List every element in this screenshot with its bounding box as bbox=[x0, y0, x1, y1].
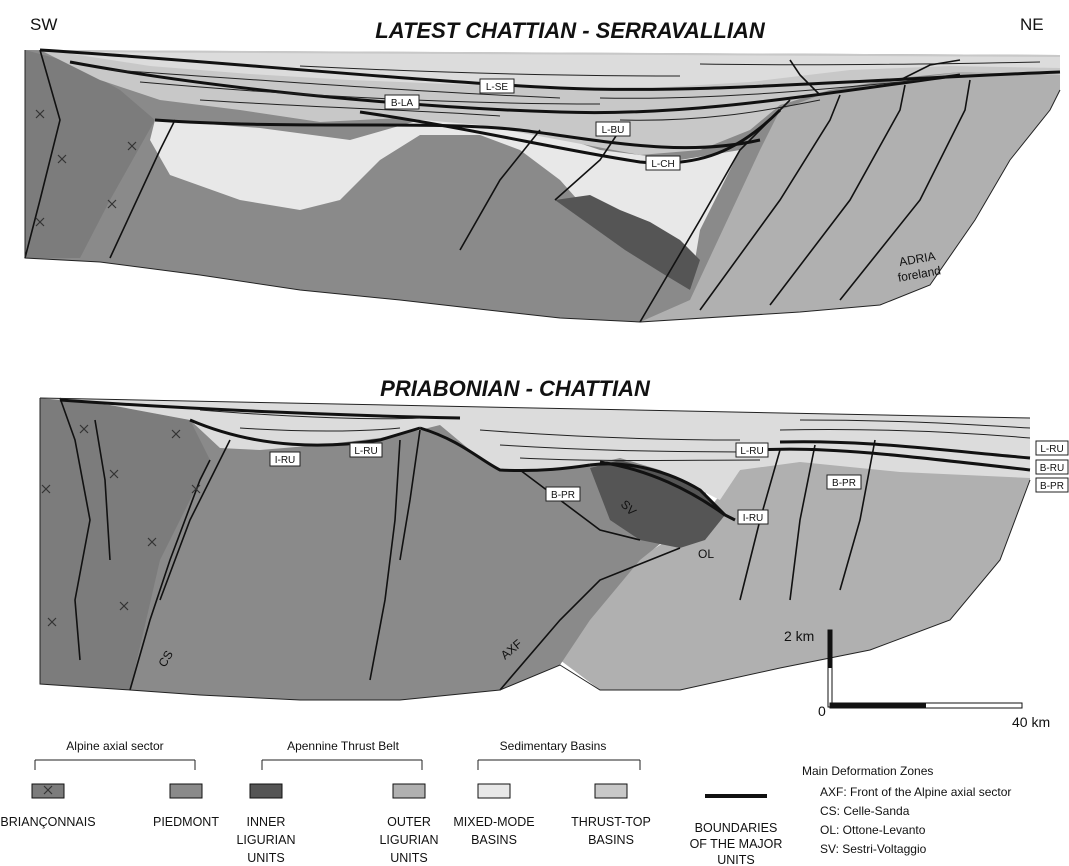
top-unit-label: B-LA bbox=[391, 98, 414, 109]
legend-item-label: MIXED-MODE bbox=[453, 815, 534, 829]
legend: Alpine axial sector Apennine Thrust Belt… bbox=[0, 739, 1011, 866]
legend-item-label: UNITS bbox=[717, 853, 755, 866]
legend-item-label: THRUST-TOP bbox=[571, 815, 651, 829]
bottom-section-title: PRIABONIAN - CHATTIAN bbox=[380, 376, 651, 401]
right-unit-label: B-PR bbox=[1040, 481, 1064, 492]
legend-item-label: BASINS bbox=[588, 833, 634, 847]
legend-group-title: Sedimentary Basins bbox=[500, 739, 607, 753]
bottom-unit-label: I-RU bbox=[275, 455, 296, 466]
bottom-unit-label: I-RU bbox=[743, 513, 764, 524]
top-unit-label: L-BU bbox=[602, 125, 625, 136]
zone-item: AXF: Front of the Alpine axial sector bbox=[820, 785, 1011, 799]
bottom-unit-label: B-PR bbox=[551, 490, 575, 501]
bottom-unit-label: B-PR bbox=[832, 478, 856, 489]
bottom-cross-section: PRIABONIAN - CHATTIAN I-RU L-RU L-RU B-P… bbox=[40, 376, 1068, 700]
zone-label-ol: OL bbox=[698, 547, 714, 561]
legend-item-label: OUTER bbox=[387, 815, 431, 829]
bottom-unit-label: L-RU bbox=[740, 446, 763, 457]
legend-swatch-boundaries bbox=[705, 794, 767, 798]
scale-horizontal-label: 40 km bbox=[1012, 714, 1050, 730]
legend-item-label: BASINS bbox=[471, 833, 517, 847]
legend-item-label: LIGURIAN bbox=[236, 833, 295, 847]
legend-group-title: Alpine axial sector bbox=[66, 739, 163, 753]
legend-swatch-briançonnais bbox=[32, 784, 64, 798]
zone-item: SV: Sestri-Voltaggio bbox=[820, 842, 927, 856]
bottom-unit-label: L-RU bbox=[354, 446, 377, 457]
legend-swatch-mixed-mode bbox=[478, 784, 510, 798]
legend-swatch-inner-ligurian bbox=[250, 784, 282, 798]
top-cross-section: LATEST CHATTIAN - SERRAVALLIAN SW NE L-S… bbox=[25, 15, 1060, 322]
legend-swatch-thrust-top bbox=[595, 784, 627, 798]
legend-item-label: OF THE MAJOR bbox=[690, 837, 783, 851]
right-unit-label: B-RU bbox=[1040, 463, 1064, 474]
right-unit-label: L-RU bbox=[1040, 444, 1063, 455]
legend-swatch-outer-ligurian bbox=[393, 784, 425, 798]
legend-item-label: BOUNDARIES bbox=[695, 821, 778, 835]
legend-item-label: BRIANÇONNAIS bbox=[0, 815, 95, 829]
legend-group-title: Apennine Thrust Belt bbox=[287, 739, 400, 753]
legend-item-label: PIEDMONT bbox=[153, 815, 219, 829]
scale-vertical-label: 2 km bbox=[784, 628, 814, 644]
zones-title: Main Deformation Zones bbox=[802, 764, 933, 778]
top-sw-label: SW bbox=[30, 15, 57, 34]
legend-swatch-piedmont bbox=[170, 784, 202, 798]
legend-item-label: INNER bbox=[247, 815, 286, 829]
top-unit-label: L-CH bbox=[651, 159, 674, 170]
legend-item-label: LIGURIAN bbox=[379, 833, 438, 847]
zone-item: CS: Celle-Sanda bbox=[820, 804, 910, 818]
legend-item-label: UNITS bbox=[247, 851, 285, 865]
top-ne-label: NE bbox=[1020, 15, 1044, 34]
legend-item-label: UNITS bbox=[390, 851, 428, 865]
top-unit-label: L-SE bbox=[486, 82, 509, 93]
scale-origin-label: 0 bbox=[818, 703, 826, 719]
zone-item: OL: Ottone-Levanto bbox=[820, 823, 926, 837]
top-section-title: LATEST CHATTIAN - SERRAVALLIAN bbox=[375, 18, 766, 43]
